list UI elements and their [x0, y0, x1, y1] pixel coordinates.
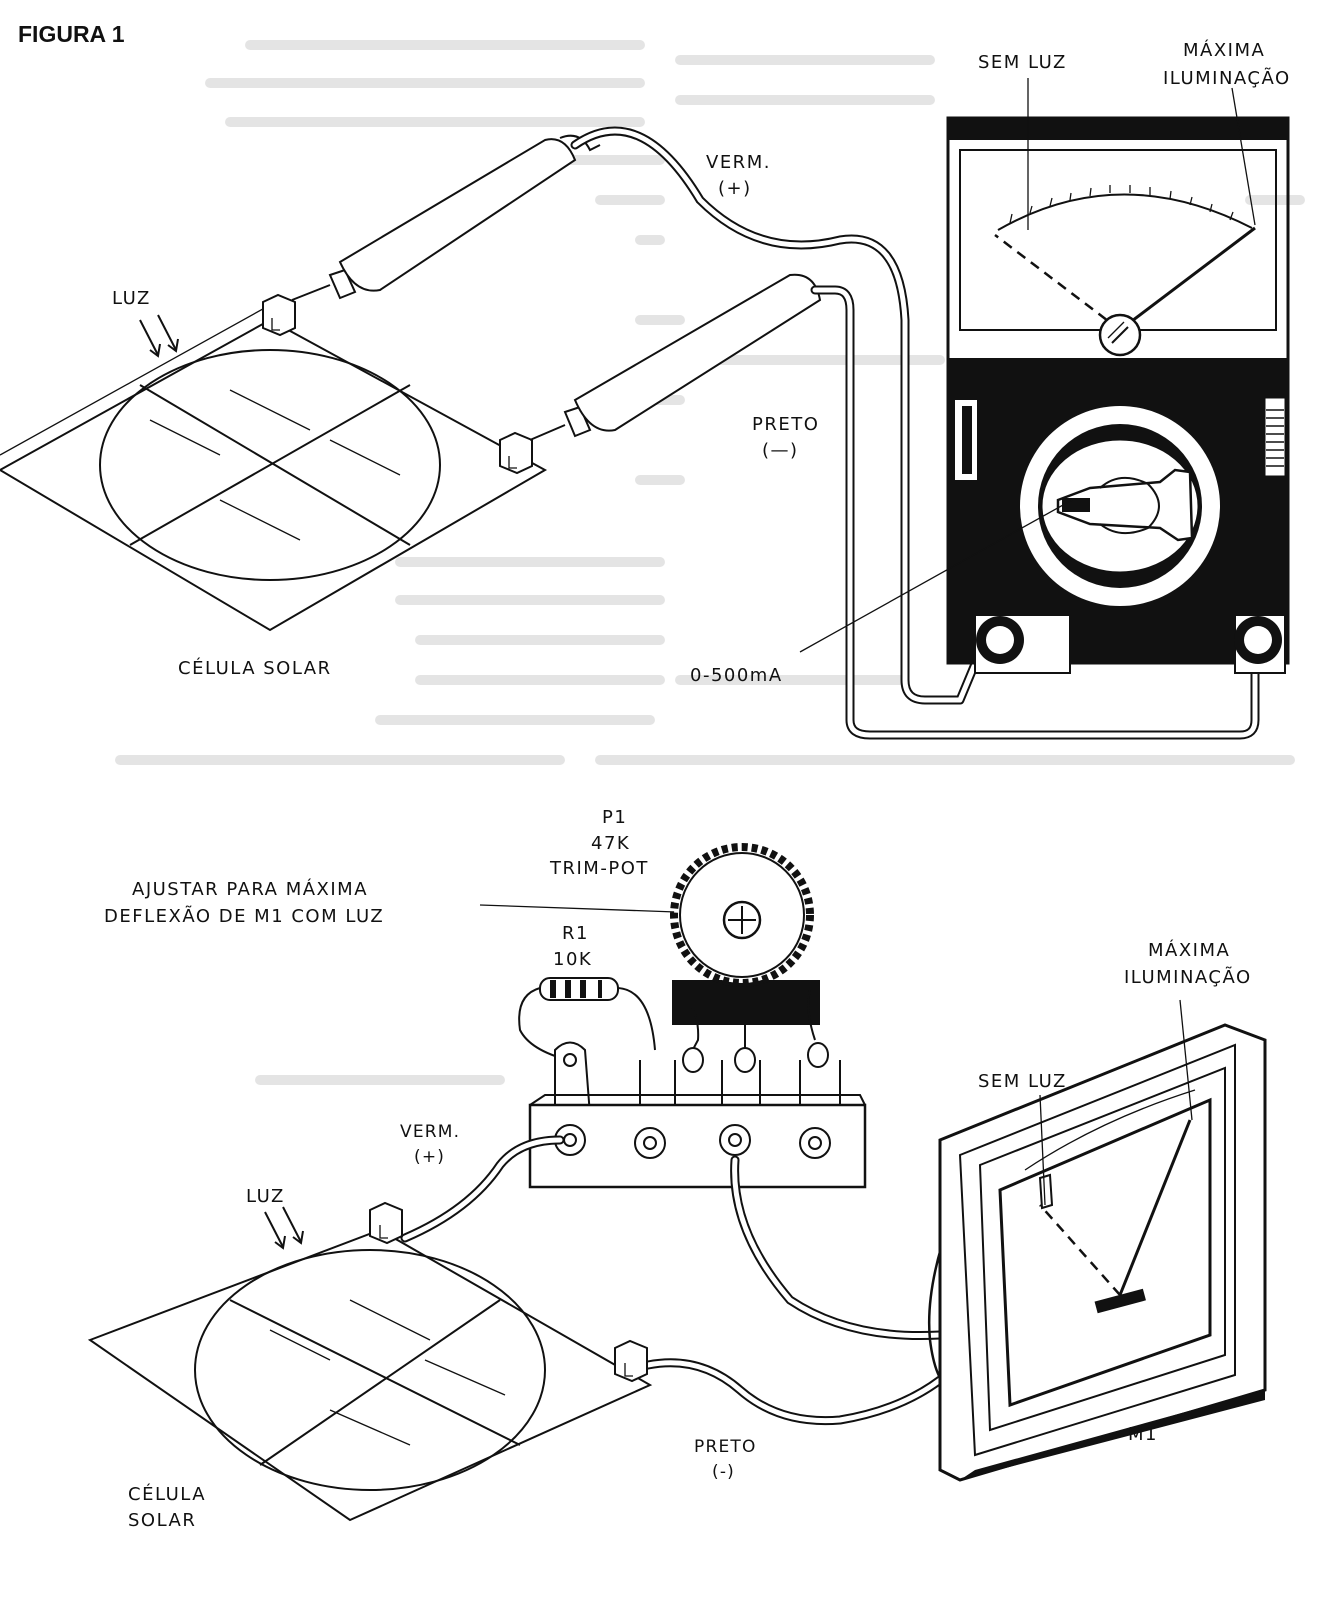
- top-probe-red: [291, 134, 601, 301]
- top-no-light-label: SEM LUZ: [978, 52, 1067, 73]
- adjust-line1: AJUSTAR PARA MÁXIMA: [132, 878, 368, 900]
- top-solar-cell-label: CÉLULA SOLAR: [178, 657, 332, 679]
- pot-type: TRIM-POT: [549, 858, 649, 879]
- pot-value: 47K: [591, 833, 630, 854]
- bottom-light-arrows-icon: [264, 1206, 304, 1250]
- top-max-light-line1: MÁXIMA: [1183, 39, 1265, 61]
- top-red-lead-name: VERM.: [706, 152, 771, 173]
- top-clip-1: [262, 293, 296, 337]
- top-red-lead-sign: (+): [718, 178, 752, 199]
- bottom-solar-cell-line2: SOLAR: [128, 1510, 196, 1531]
- bottom-black-lead-name: PRETO: [694, 1437, 757, 1457]
- bottom-max-light-line1: MÁXIMA: [1148, 939, 1230, 961]
- top-range-label: 0-500mA: [690, 665, 783, 686]
- bottom-black-lead-sign: (-): [712, 1462, 735, 1482]
- top-light-label: LUZ: [112, 288, 151, 309]
- pot-ref: P1: [602, 807, 627, 828]
- bottom-light-label: LUZ: [246, 1186, 285, 1207]
- bottom-clip-1: [369, 1201, 403, 1245]
- meter-label: M1: [1128, 1424, 1158, 1445]
- terminal-strip: [528, 1041, 867, 1189]
- resistor-ref: R1: [562, 923, 589, 944]
- top-max-light-line2: ILUMINAÇÃO: [1163, 67, 1291, 89]
- meter-scale-arc: [997, 193, 1253, 231]
- bottom-max-light-line2: ILUMINAÇÃO: [1124, 966, 1252, 988]
- top-clip-2: [499, 431, 533, 475]
- adjust-line2: DEFLEXÃO DE M1 COM LUZ: [104, 905, 384, 927]
- background-bleed-text: [115, 40, 1305, 1085]
- top-black-lead-name: PRETO: [752, 414, 819, 435]
- bottom-wires: [400, 1135, 945, 1426]
- m1-no-light-needle-dashed: [1039, 1204, 1121, 1296]
- top-multimeter: [946, 116, 1290, 674]
- panel-meter-m1: [927, 1023, 1267, 1482]
- top-wires: [570, 126, 1260, 740]
- max-light-needle: [1119, 226, 1256, 332]
- resistor-value: 10K: [553, 949, 592, 970]
- top-black-lead-sign: (—): [762, 440, 799, 461]
- bottom-solar-cell: [87, 1228, 653, 1522]
- figure-title: FIGURA 1: [18, 21, 125, 47]
- resistor-r1: [518, 977, 656, 1061]
- bottom-red-lead-name: VERM.: [400, 1122, 460, 1142]
- top-light-arrows-icon: [139, 314, 179, 358]
- top-probe-black: [529, 273, 822, 441]
- top-solar-cell: [0, 304, 548, 632]
- m1-max-light-needle: [1118, 1119, 1192, 1296]
- bottom-solar-cell-line1: CÉLULA: [128, 1483, 206, 1505]
- bottom-clip-2: [614, 1339, 648, 1383]
- trim-pot-p1: [670, 843, 829, 1073]
- bottom-no-light-label: SEM LUZ: [978, 1071, 1067, 1092]
- no-light-needle-dashed: [994, 234, 1121, 331]
- bottom-red-lead-sign: (+): [414, 1147, 445, 1167]
